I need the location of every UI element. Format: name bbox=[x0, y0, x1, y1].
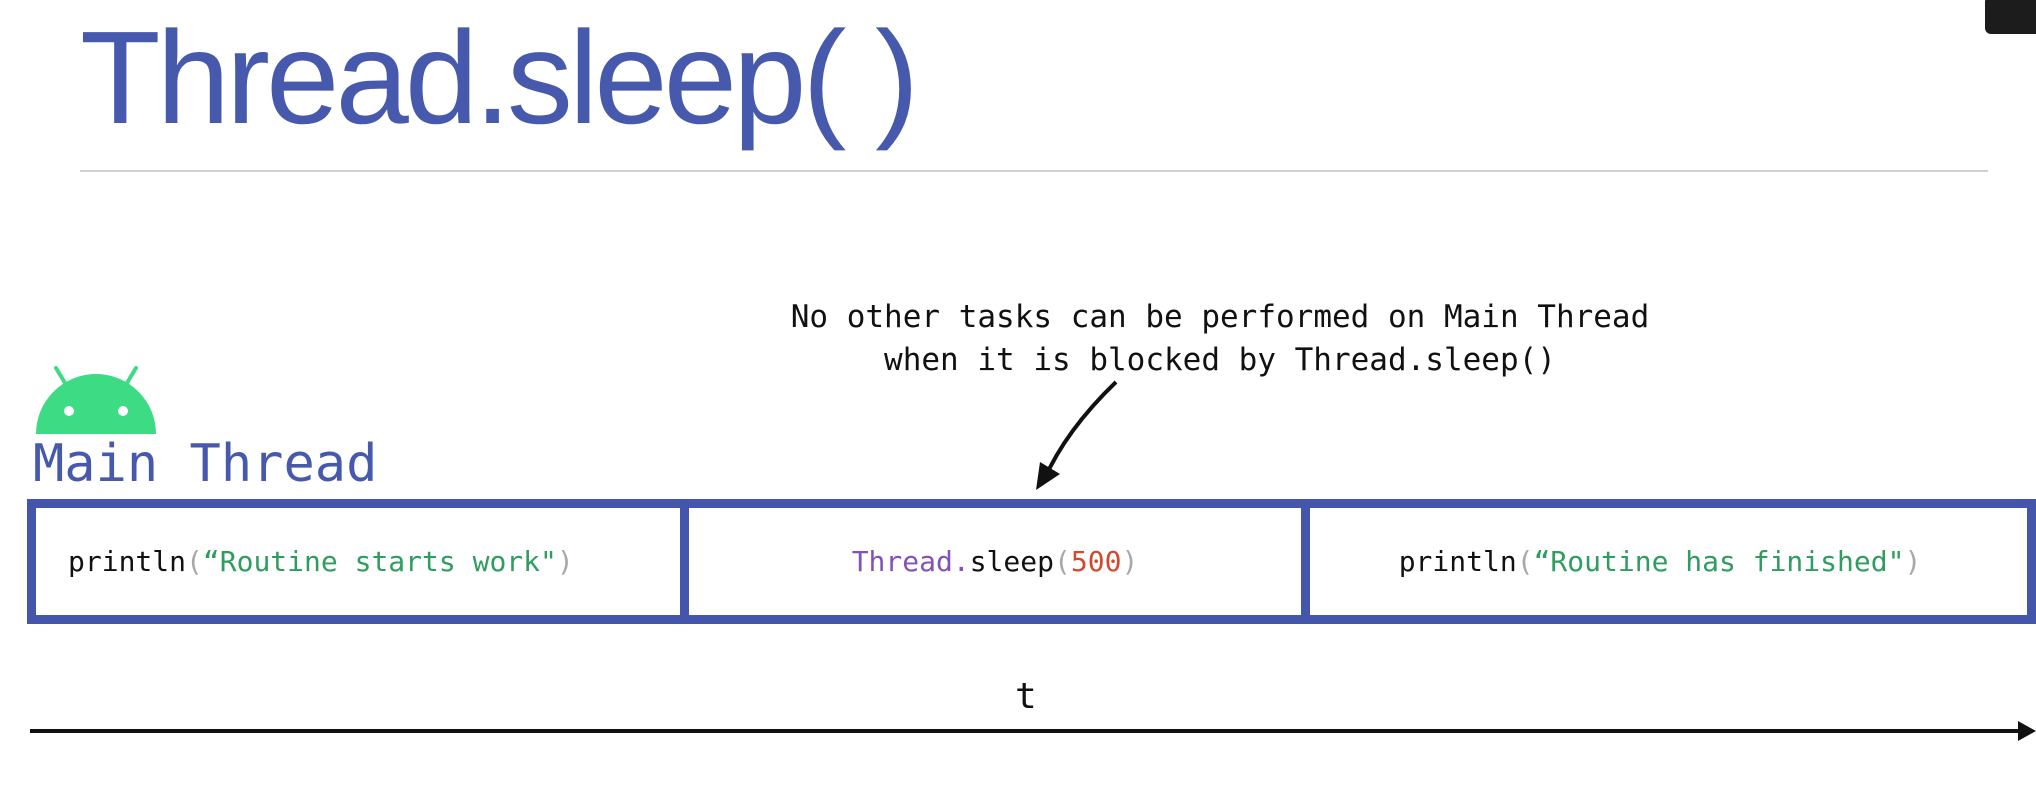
title-divider bbox=[80, 170, 1988, 172]
android-icon bbox=[36, 366, 156, 434]
string-arg: “Routine has finished" bbox=[1533, 545, 1905, 578]
thread-label: Main Thread bbox=[33, 434, 378, 494]
block-finish-println: println(“Routine has finished") bbox=[1310, 508, 2010, 615]
slide-title: Thread.sleep( ) bbox=[80, 4, 919, 151]
block-start-println: println(“Routine starts work") bbox=[68, 508, 574, 615]
block-divider bbox=[1301, 508, 1310, 615]
fn-name: println bbox=[1398, 545, 1517, 578]
main-thread-timeline: println(“Routine starts work") Thread.sl… bbox=[27, 499, 2036, 624]
time-axis-label: t bbox=[1015, 676, 1037, 717]
close-paren: ) bbox=[1121, 545, 1139, 578]
class-name: Thread. bbox=[851, 545, 970, 578]
annotation-line-1: No other tasks can be performed on Main … bbox=[790, 299, 1650, 335]
annotation-line-2: when it is blocked by Thread.sleep() bbox=[884, 342, 1556, 378]
close-paren: ) bbox=[1904, 545, 1922, 578]
time-axis-arrowhead bbox=[2018, 721, 2036, 741]
blocking-annotation: No other tasks can be performed on Main … bbox=[700, 296, 1740, 382]
block-thread-sleep: Thread.sleep(500) bbox=[689, 508, 1301, 615]
annotation-arrowhead bbox=[1036, 462, 1060, 490]
open-paren: ( bbox=[1516, 545, 1534, 578]
open-paren: ( bbox=[186, 545, 203, 578]
block-divider bbox=[680, 508, 689, 615]
window-corner-tab bbox=[1985, 0, 2036, 34]
fn-name: println bbox=[68, 545, 187, 578]
open-paren: ( bbox=[1054, 545, 1071, 578]
string-arg: “Routine starts work" bbox=[202, 545, 557, 578]
close-paren: ) bbox=[556, 545, 574, 578]
number-arg: 500 bbox=[1070, 545, 1122, 578]
fn-name: sleep bbox=[969, 545, 1054, 578]
annotation-arrow bbox=[1042, 380, 1118, 481]
